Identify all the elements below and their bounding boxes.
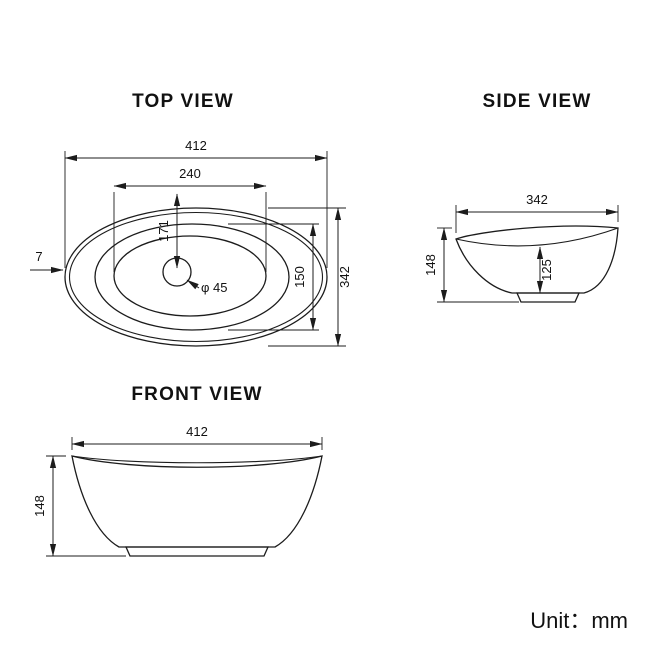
side-view-drawing: 342 148 125 <box>423 192 619 303</box>
top-view-overall-width-value: 412 <box>185 138 207 153</box>
top-view-drain-diameter-label: φ 45 <box>186 279 228 295</box>
front-view-drawing: 412 148 <box>32 424 323 557</box>
top-view-drain-offset-value: 171 <box>156 220 171 242</box>
top-view-rim-thickness-dimension: 7 <box>30 249 64 274</box>
front-view-height-value: 148 <box>32 495 47 517</box>
side-view-bowl-outline <box>455 225 619 294</box>
top-view-overall-depth-dimension: 342 <box>268 207 352 347</box>
top-view-drain-diameter-value: φ 45 <box>201 280 228 295</box>
side-view-inner-depth-dimension: 125 <box>536 246 554 294</box>
top-view-drain-offset-dimension: 171 <box>156 193 181 269</box>
top-view-basin-width-value: 240 <box>179 166 201 181</box>
front-view-title: FRONT VIEW <box>131 384 262 405</box>
side-view-rim-curve <box>455 227 619 247</box>
top-view-title: TOP VIEW <box>132 91 234 112</box>
top-view-inner-rim-ellipse <box>94 223 290 331</box>
front-view-foot <box>124 546 270 557</box>
top-view-basin-depth-dimension: 150 <box>228 223 319 331</box>
top-view-rim-edge-ellipse <box>68 211 324 343</box>
front-view-bowl-outline <box>71 455 323 548</box>
front-view-width-value: 412 <box>186 424 208 439</box>
front-view-height-dimension: 148 <box>32 455 126 557</box>
side-view-title: SIDE VIEW <box>483 91 592 112</box>
side-view-height-value: 148 <box>423 254 438 276</box>
unit-label: Unit：mm <box>530 608 628 633</box>
top-view-drawing: 412 240 171 150 342 <box>30 138 352 347</box>
top-view-overall-depth-value: 342 <box>337 266 352 288</box>
side-view-height-dimension: 148 <box>423 227 519 303</box>
side-view-width-value: 342 <box>526 192 548 207</box>
top-view-basin-ellipse <box>113 235 267 317</box>
top-view-overall-width-dimension: 412 <box>64 138 328 268</box>
top-view-rim-thickness-value: 7 <box>35 249 42 264</box>
front-view-rim-curve <box>71 455 323 464</box>
side-view-foot <box>515 292 581 303</box>
top-view-basin-width-dimension: 240 <box>113 166 267 272</box>
side-view-inner-depth-value: 125 <box>539 259 554 281</box>
side-view-width-dimension: 342 <box>455 192 619 233</box>
front-view-width-dimension: 412 <box>71 424 323 450</box>
top-view-basin-depth-value: 150 <box>292 266 307 288</box>
top-view-outer-rim-ellipse <box>64 207 328 347</box>
